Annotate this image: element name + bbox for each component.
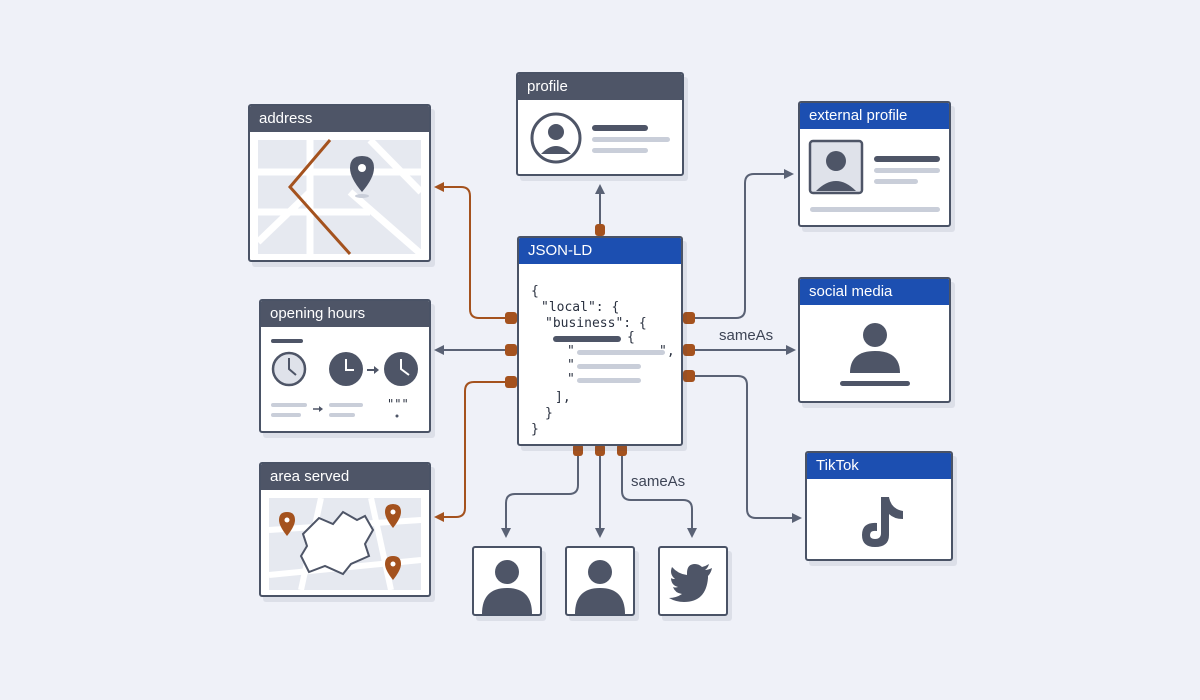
address-card-title: address <box>250 106 429 132</box>
twitter-bird-icon <box>669 564 712 602</box>
jsonld-card-title: JSON-LD <box>519 238 681 264</box>
edge-jsonld-tiktok <box>690 375 802 523</box>
tiktok-icon <box>862 497 903 547</box>
connector-ports <box>505 224 695 456</box>
tiktok-card: TikTok <box>805 451 953 561</box>
id-photo-icon <box>808 139 864 195</box>
address-card: address <box>248 104 431 262</box>
avatar-icon <box>530 112 582 164</box>
social-media-card: social media <box>798 277 951 403</box>
person-icon <box>840 323 910 386</box>
jsonld-card: JSON-LD { "local": { "business": { { " "… <box>517 236 683 446</box>
social-media-card-title: social media <box>800 279 949 305</box>
region-map-icon <box>268 497 422 591</box>
opening-hours-card: opening hours """ <box>259 299 431 433</box>
code-line-7: " <box>567 372 575 387</box>
external-profile-card: external profile <box>798 101 951 227</box>
edge-jsonld-area-served <box>434 381 510 522</box>
profile-card: profile <box>516 72 684 176</box>
code-line-3: "business": { <box>545 316 647 331</box>
opening-hours-dots: """ <box>387 397 409 411</box>
edge-jsonld-external-profile <box>690 169 794 319</box>
profile-card-title: profile <box>518 74 682 100</box>
bottom-person-card-1 <box>472 546 542 616</box>
edge-jsonld-bottom-right <box>621 452 697 538</box>
code-line-2: "local": { <box>541 300 620 315</box>
area-served-card: area served <box>259 462 431 597</box>
person-icon <box>482 560 532 614</box>
map-pin-icon <box>255 137 424 257</box>
area-served-card-title: area served <box>261 464 429 490</box>
external-profile-card-title: external profile <box>800 103 949 129</box>
code-line-9: } <box>545 406 553 421</box>
edge-jsonld-bottom-left <box>501 452 579 538</box>
person-icon <box>575 560 625 614</box>
code-line-5a: " <box>567 344 575 359</box>
code-line-8: ], <box>555 390 571 405</box>
tiktok-card-title: TikTok <box>807 453 951 479</box>
same-as-label-right: sameAs <box>719 327 774 344</box>
bottom-twitter-card <box>658 546 728 616</box>
edge-jsonld-address <box>434 182 510 319</box>
same-as-label-bottom: sameAs <box>631 473 686 490</box>
clock-icon <box>271 339 418 418</box>
code-line-1: { <box>531 284 539 299</box>
code-line-6: " <box>567 358 575 373</box>
opening-hours-card-title: opening hours <box>261 301 429 327</box>
bottom-person-card-2 <box>565 546 635 616</box>
code-line-10: } <box>531 422 539 437</box>
code-line-4: { <box>627 330 635 345</box>
code-line-5b: ", <box>659 344 675 359</box>
